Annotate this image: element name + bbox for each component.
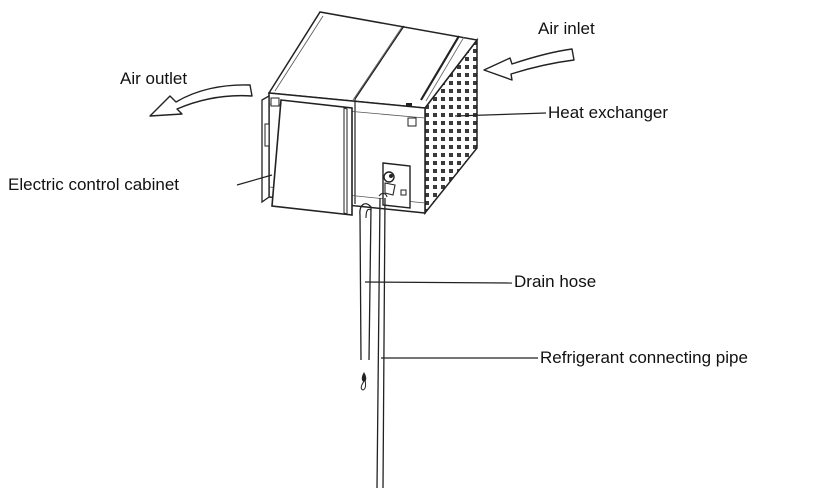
label-heat-exchanger: Heat exchanger [548,103,669,122]
electric-control-cabinet [271,99,353,216]
label-electric-control-cabinet: Electric control cabinet [8,175,180,194]
leader-electric-control-cabinet [236,174,273,186]
leader-heat-exchanger [454,112,547,117]
label-air-outlet: Air outlet [120,69,188,88]
label-refrigerant-connecting-pipe: Refrigerant connecting pipe [540,348,748,367]
top-panel-seam [354,25,405,100]
drain-hose [359,203,372,361]
refrigerant-connecting-pipe [376,197,386,489]
label-drain-hose: Drain hose [514,272,597,291]
air-inlet-arrow [483,48,575,81]
label-air-inlet: Air inlet [538,19,595,38]
mounting-bracket [261,94,270,204]
leader-drain-hose [364,281,513,284]
air-outlet-arrow [149,84,253,117]
